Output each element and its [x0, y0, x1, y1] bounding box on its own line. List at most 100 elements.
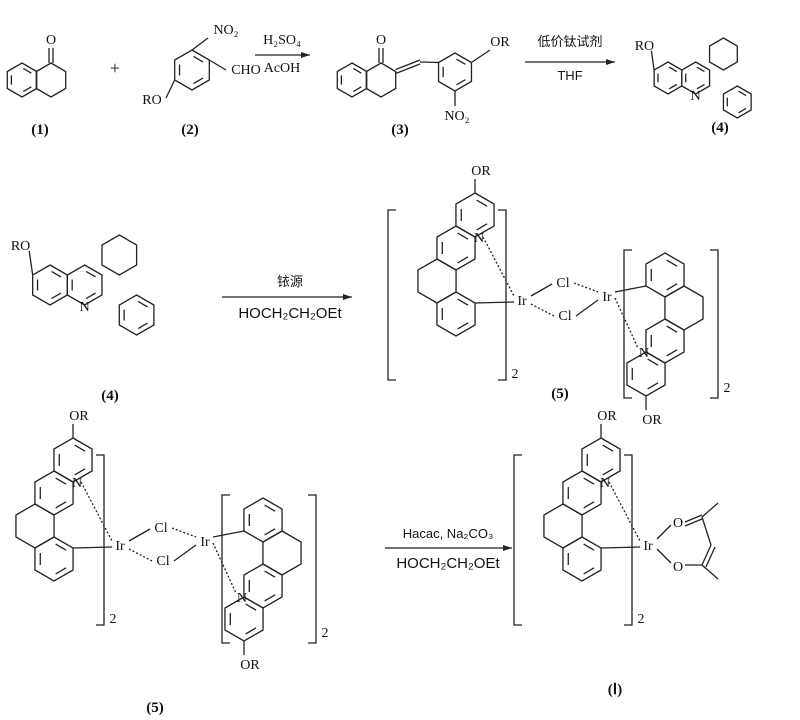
atom-Cl-bottom: Cl	[156, 554, 169, 569]
double-bond	[738, 90, 747, 97]
double-bond	[668, 83, 678, 90]
dihydro-ring	[417, 258, 457, 304]
step2-reagent: 低价钛试剂	[537, 34, 602, 49]
double-bond	[666, 325, 678, 333]
dihydro-ring	[15, 503, 55, 549]
arrowhead	[301, 52, 310, 58]
Ir-Cl-bond	[173, 544, 197, 562]
atom-Ir: Ir	[643, 539, 653, 554]
arrowhead	[503, 545, 512, 551]
step4-reagent: Hacac, Na₂CO₃	[403, 526, 494, 541]
step4-arrow	[385, 545, 512, 551]
coordination-bond	[212, 542, 237, 594]
atom-N: N	[639, 346, 649, 361]
Ir-Cl-bond	[530, 283, 553, 297]
benzo-ring	[118, 294, 155, 336]
label-compound-1: (1)	[31, 122, 49, 138]
atom-N: N	[237, 591, 247, 606]
atom-OR: OR	[69, 409, 89, 424]
step1-reagent: H₂SO₄	[263, 33, 301, 48]
double-bond	[55, 543, 67, 551]
bracket-right	[308, 494, 317, 644]
bracket-left	[387, 209, 396, 381]
subscript-2: 2	[110, 612, 117, 627]
step1-arrow	[255, 52, 310, 58]
bond	[191, 37, 209, 51]
atom-N: N	[600, 476, 610, 491]
step3-arrow	[222, 294, 352, 300]
bracket-right	[624, 454, 633, 626]
step1-solvent: AcOH	[264, 61, 301, 76]
double-bond	[583, 543, 595, 551]
bond	[208, 59, 227, 71]
atom-O: O	[673, 560, 683, 575]
double-bond	[647, 382, 659, 390]
bracket-right	[96, 454, 105, 626]
atom-N: N	[80, 300, 90, 315]
label-compound-3: (3)	[391, 122, 409, 138]
coordination-bond	[482, 236, 515, 297]
atom-N: N	[474, 231, 484, 246]
bracket-left	[221, 494, 230, 644]
Ir-O-bond	[656, 548, 672, 564]
atom-Ir: Ir	[602, 290, 612, 305]
Ir-Cl-bond	[530, 303, 555, 317]
bond	[684, 518, 703, 527]
bond	[684, 514, 703, 523]
arrowhead	[343, 294, 352, 300]
Ir-Cl-bond	[575, 299, 599, 317]
double-bond	[85, 292, 96, 300]
bond	[601, 546, 641, 549]
bond	[165, 79, 176, 99]
bond	[471, 49, 491, 64]
double-bond	[352, 86, 362, 93]
atom-O: O	[376, 33, 386, 48]
label-compound-4-top: (4)	[711, 120, 729, 136]
arrowhead	[606, 59, 615, 65]
label-compound-5-mid: (5)	[551, 386, 569, 402]
double-bond	[22, 67, 32, 74]
double-bond	[696, 83, 705, 90]
double-bond	[666, 283, 678, 291]
atom-Cl-top: Cl	[556, 276, 569, 291]
atom-OR: OR	[642, 413, 662, 428]
double-bond	[583, 501, 595, 509]
bracket-left	[623, 249, 632, 399]
atom-OR: OR	[240, 658, 260, 673]
step2-arrow	[525, 59, 615, 65]
bond	[73, 546, 113, 549]
double-bond	[583, 567, 595, 575]
Ir-Cl-bond	[128, 528, 151, 542]
cyclohexanone-ring	[35, 62, 67, 98]
atom-Ir: Ir	[200, 535, 210, 550]
Ir-Cl-bond	[171, 527, 197, 538]
bond	[701, 544, 712, 566]
dihydro-ring	[708, 37, 738, 71]
double-bond	[245, 627, 257, 635]
dihydro-ring	[101, 234, 138, 276]
atom-Ir: Ir	[517, 294, 527, 309]
atom-RO: RO	[635, 39, 654, 54]
atom-NO2: NO₂	[213, 23, 238, 38]
pyridine-ring	[681, 61, 711, 95]
exocyclic-double-bond	[395, 63, 421, 75]
dihydro-ring	[262, 530, 302, 576]
step2-solvent: THF	[557, 68, 582, 83]
label-compound-4-mid: (4)	[101, 388, 119, 404]
double-bond	[583, 477, 595, 485]
double-bond	[55, 501, 67, 509]
double-bond	[647, 358, 659, 366]
bracket-left	[513, 454, 522, 626]
double-bond	[602, 468, 614, 476]
double-bond	[696, 66, 705, 73]
Ir-O-bond	[656, 524, 672, 540]
subscript-2: 2	[512, 367, 519, 382]
double-bond	[22, 86, 32, 93]
double-bond	[74, 468, 86, 476]
atom-Ir: Ir	[115, 539, 125, 554]
